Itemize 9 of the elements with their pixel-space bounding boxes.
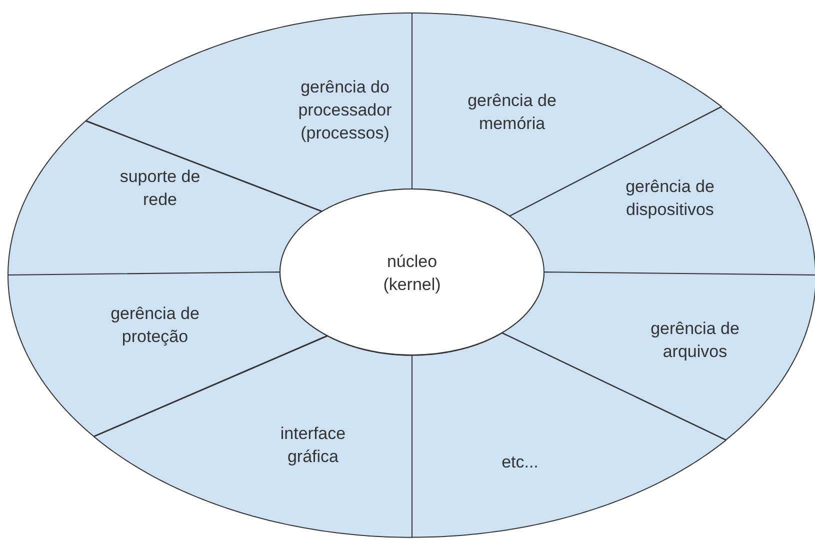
sector-label: gerência de memória [466, 90, 558, 135]
sector-label: gerência de arquivos [650, 318, 740, 363]
sector-label: suporte de rede [118, 166, 202, 211]
sector-label: gerência de proteção [110, 303, 200, 348]
sector-label: etc... [500, 451, 540, 474]
kernel-label: núcleo (kernel) [382, 251, 442, 296]
sector-label: gerência de dispositivos [624, 176, 716, 221]
sector-label: interface gráfica [279, 422, 347, 468]
sector-label: gerência do processador (processos) [297, 76, 393, 144]
